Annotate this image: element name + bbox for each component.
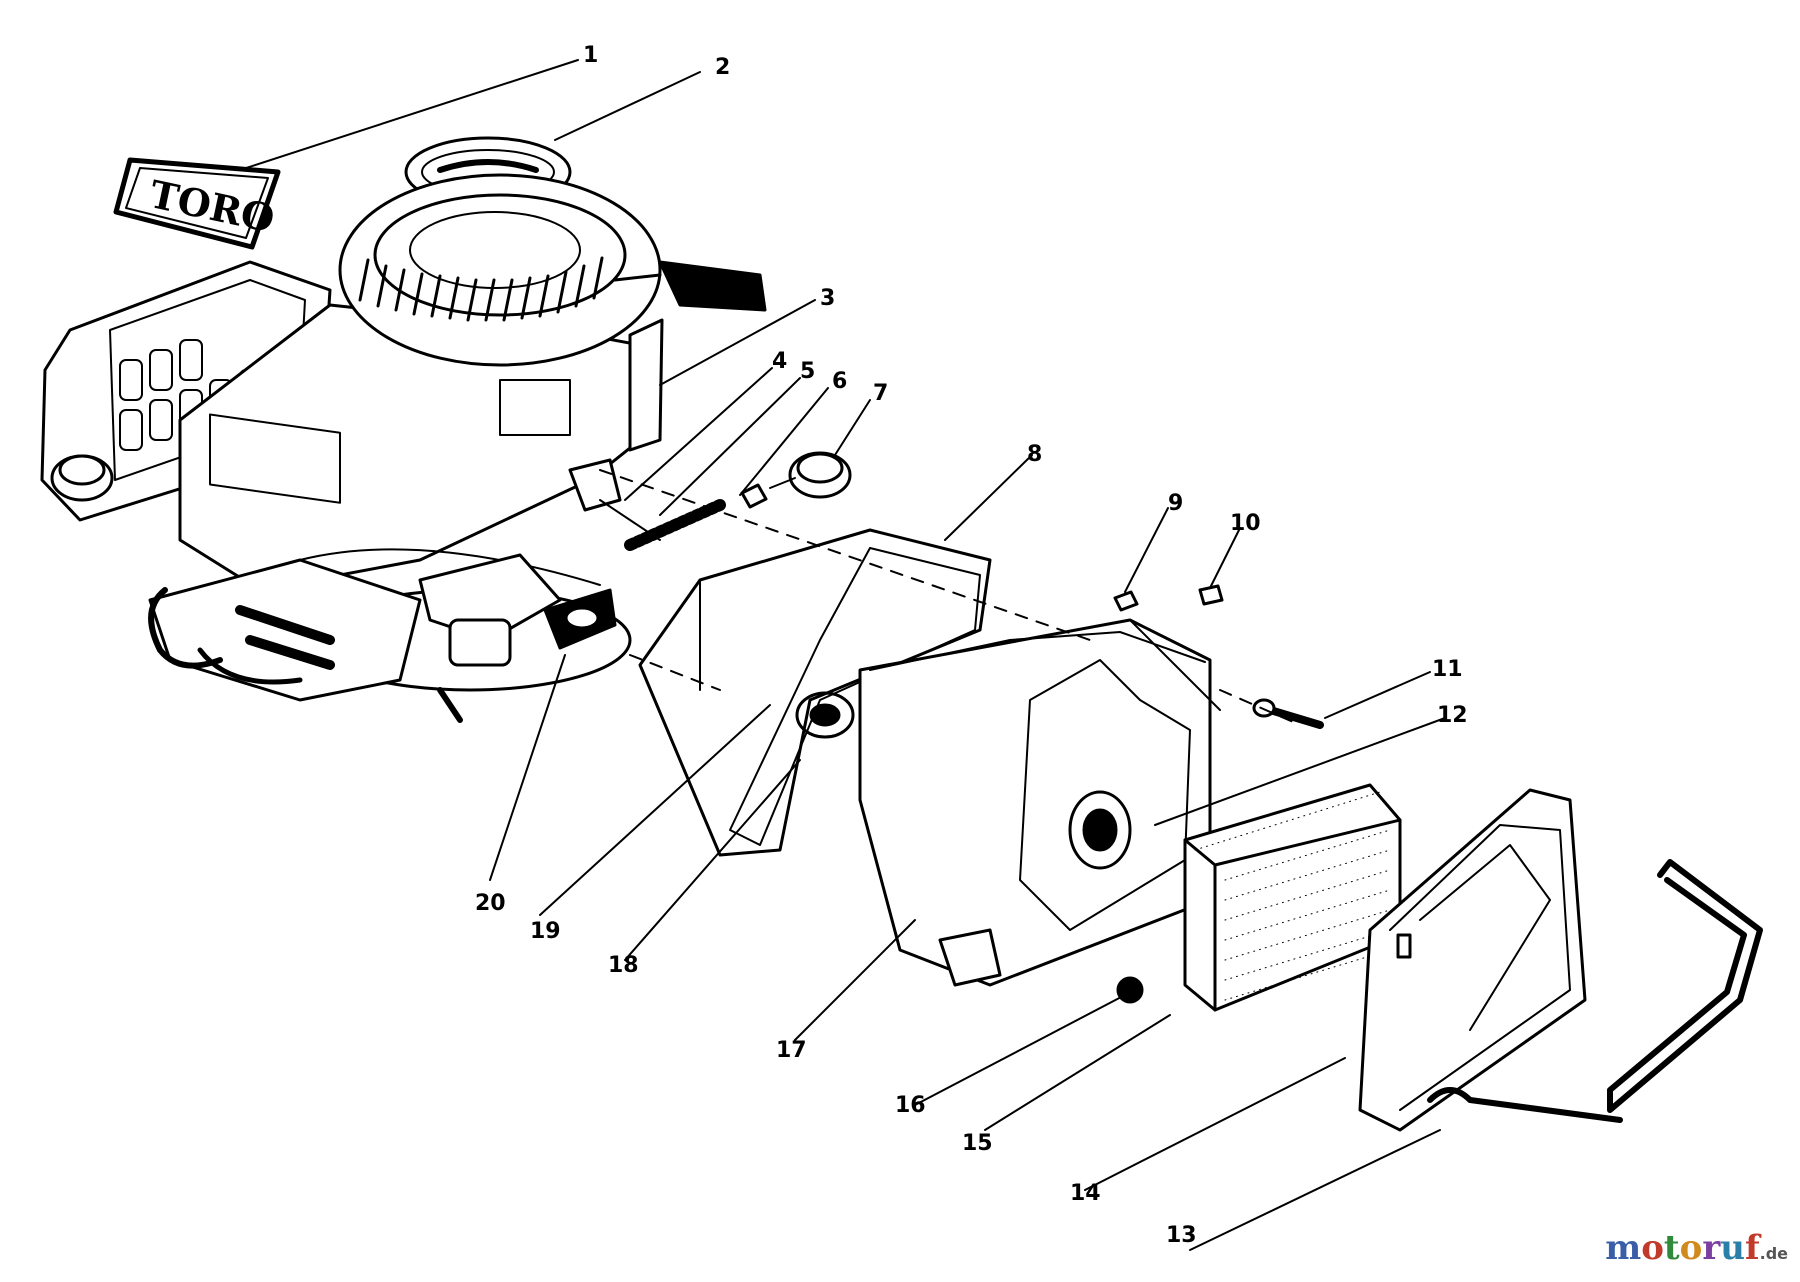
watermark-letter: o <box>1641 1228 1664 1268</box>
callout-1: 1 <box>583 43 598 68</box>
callout-11: 11 <box>1432 657 1463 682</box>
watermark-letter: o <box>1679 1228 1703 1268</box>
callout-18: 18 <box>608 953 639 978</box>
callout-16: 16 <box>895 1093 926 1118</box>
callout-4: 4 <box>772 349 787 374</box>
callout-19: 19 <box>530 919 561 944</box>
primer-spring-parts <box>624 451 852 551</box>
watermark-tld: .de <box>1759 1244 1788 1263</box>
watermark-letter: t <box>1663 1228 1680 1268</box>
callout-6: 6 <box>832 369 847 394</box>
callout-12: 12 <box>1437 703 1468 728</box>
callout-20: 20 <box>475 891 506 916</box>
watermark-logo: motoruf.de <box>1605 1228 1788 1268</box>
air-cleaner-cover-body-part <box>858 618 1221 987</box>
engine-assembly <box>40 173 767 723</box>
callout-10: 10 <box>1230 511 1261 536</box>
outer-cover-part <box>1358 788 1587 1132</box>
watermark-letter: u <box>1720 1228 1745 1268</box>
alignment-lines <box>599 469 1301 726</box>
callout-8: 8 <box>1027 442 1042 467</box>
leader-lines <box>239 59 1446 1251</box>
callout-labels: 1 2 3 4 5 6 7 8 9 10 11 12 13 14 15 16 1… <box>475 43 1468 1248</box>
foam-filter-texture <box>1194 791 1391 1001</box>
hardware-parts <box>1113 584 1324 1004</box>
callout-15: 15 <box>962 1131 993 1156</box>
callout-3: 3 <box>820 286 835 311</box>
watermark-letter: r <box>1702 1228 1721 1268</box>
callout-13: 13 <box>1166 1223 1197 1248</box>
callout-2: 2 <box>715 55 730 80</box>
callout-14: 14 <box>1070 1181 1101 1206</box>
wire-bail-part <box>1427 859 1763 1123</box>
callout-7: 7 <box>873 381 888 406</box>
watermark-letter: f <box>1744 1228 1760 1268</box>
callout-17: 17 <box>776 1038 807 1063</box>
toro-decal-part: TORO <box>113 157 281 250</box>
callout-5: 5 <box>800 359 815 384</box>
toro-decal-text: TORO <box>146 171 279 241</box>
watermark-letter: m <box>1605 1228 1642 1268</box>
callout-9: 9 <box>1168 491 1183 516</box>
